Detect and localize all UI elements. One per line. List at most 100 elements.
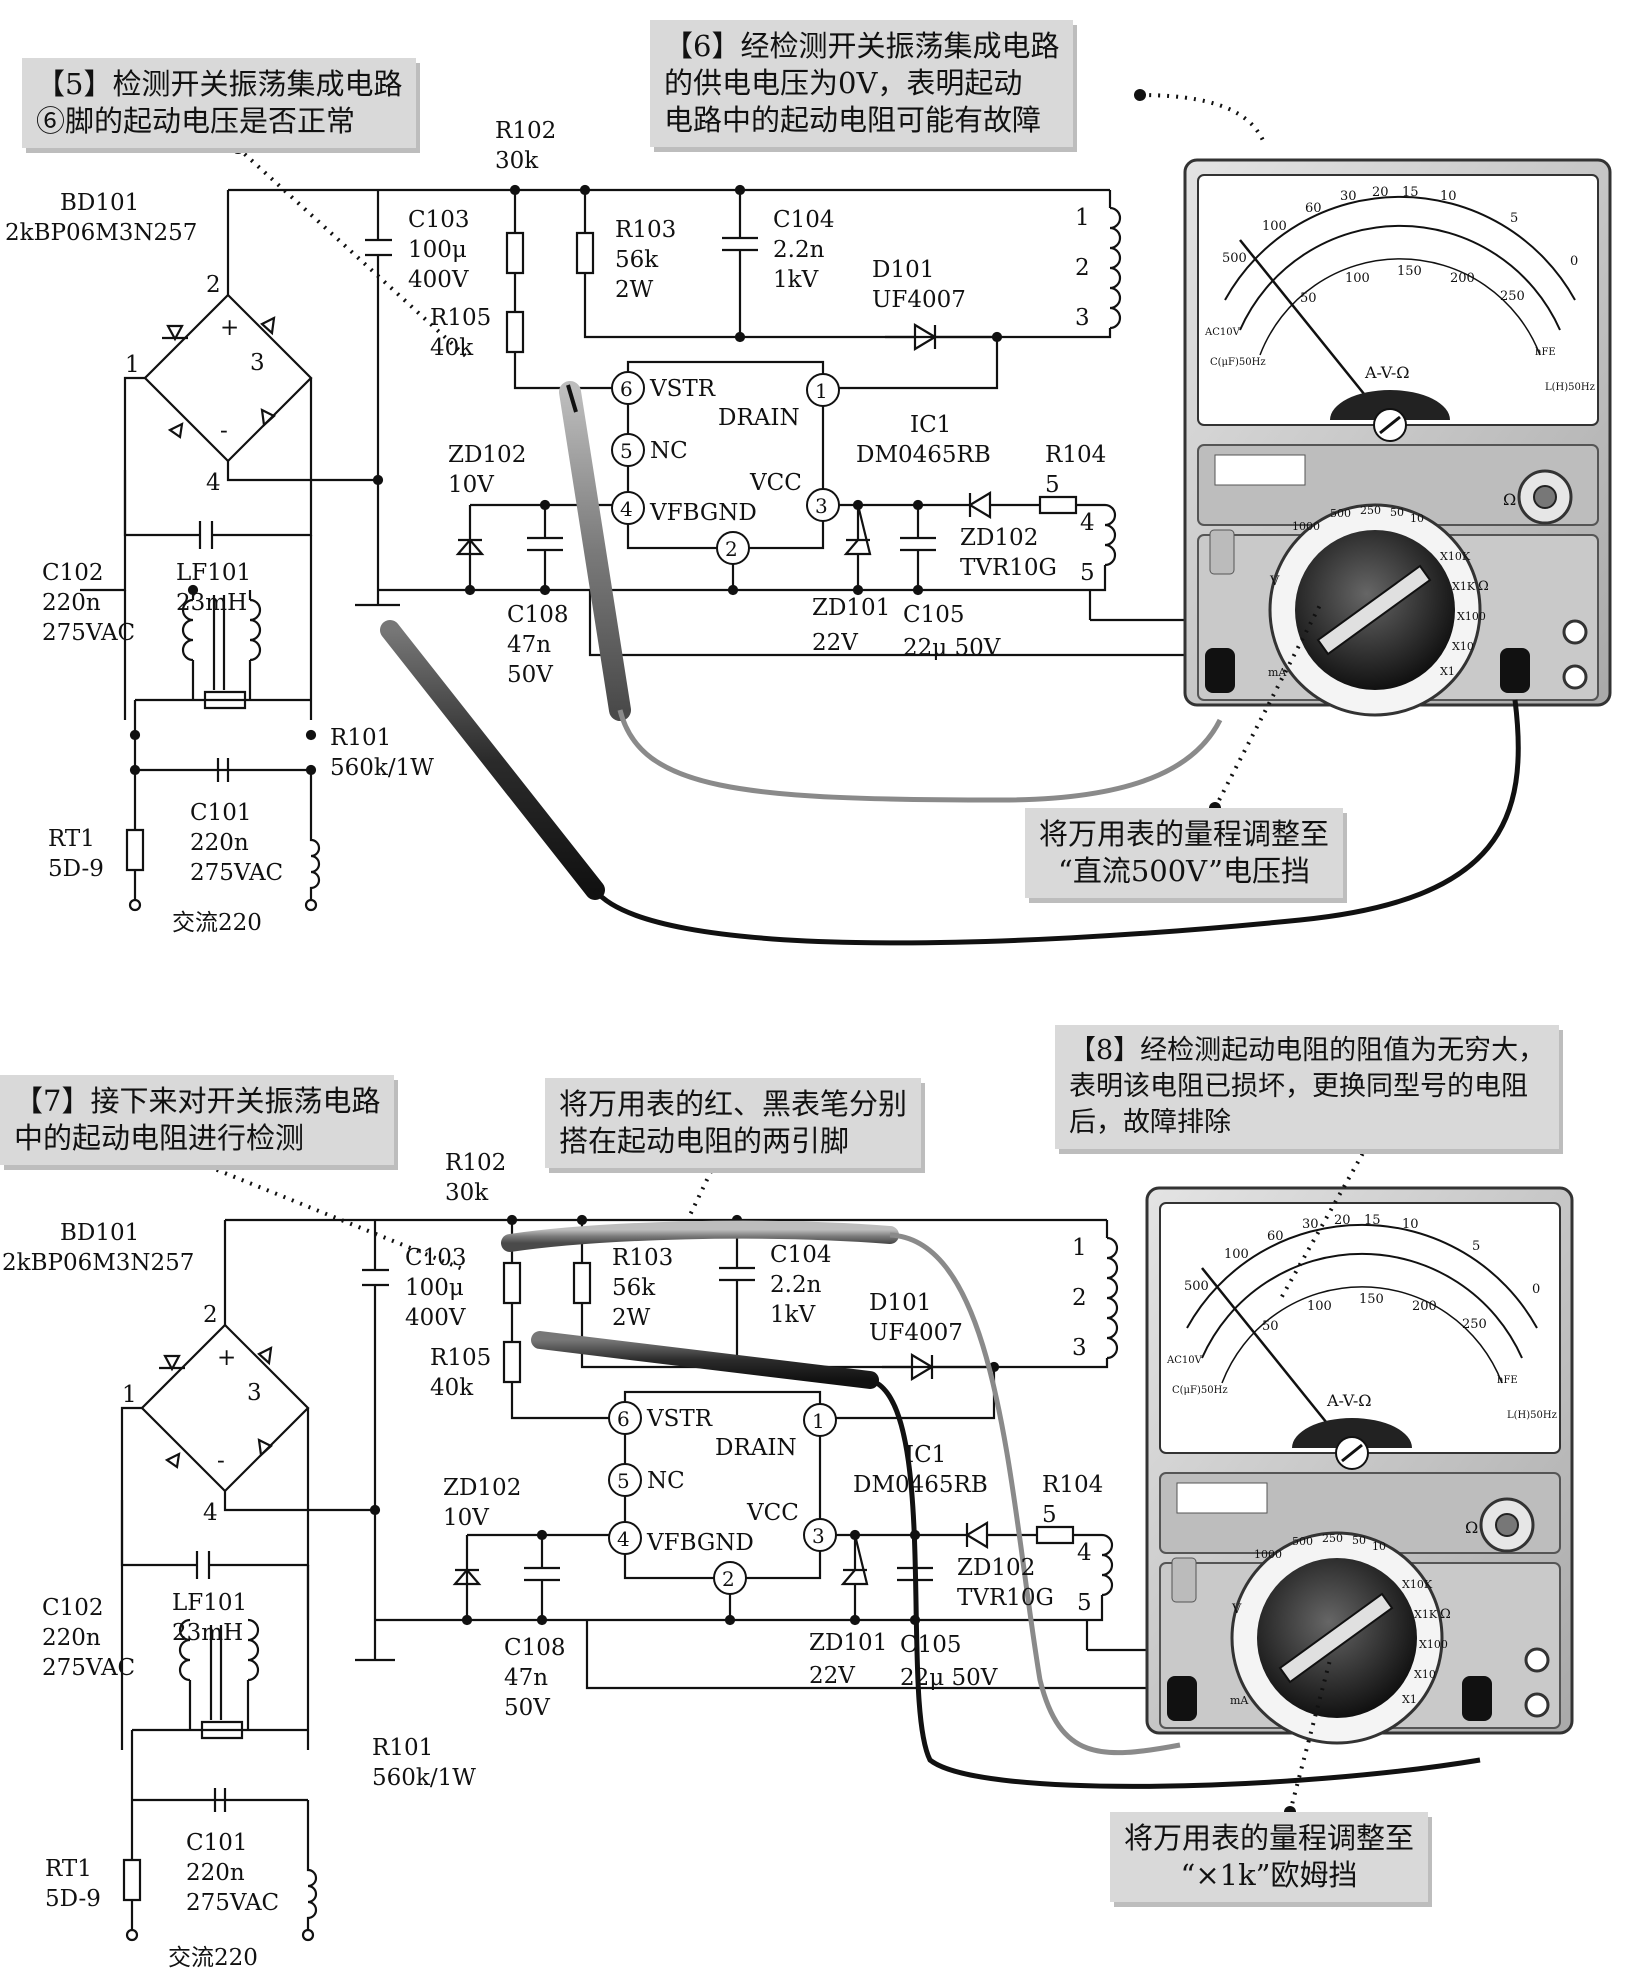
labels-top: BD101 2kBP06M3N257 2 1 3 4 + - C103 100μ…	[5, 118, 1106, 936]
svg-text:6: 6	[617, 1407, 630, 1431]
svg-text:X10K: X10K	[1440, 550, 1471, 563]
svg-text:1: 1	[122, 1382, 137, 1408]
svg-text:C103: C103	[405, 1245, 467, 1271]
svg-text:4: 4	[1080, 510, 1095, 536]
svg-text:2.2n: 2.2n	[770, 1272, 822, 1298]
bottom-wires	[120, 1565, 1150, 1942]
svg-text:Ω: Ω	[1440, 1607, 1451, 1622]
svg-text:20: 20	[1334, 1213, 1351, 1228]
svg-text:ZD101: ZD101	[809, 1630, 887, 1656]
svg-text:X1K: X1K	[1414, 1608, 1438, 1621]
svg-text:30: 30	[1302, 1217, 1319, 1232]
svg-text:LF101: LF101	[172, 1590, 247, 1616]
svg-text:220n: 220n	[42, 1625, 101, 1651]
svg-text:275VAC: 275VAC	[42, 620, 135, 646]
ic-pins	[608, 371, 840, 1595]
svg-text:100: 100	[1224, 1247, 1249, 1262]
c105-label: C105	[903, 602, 965, 628]
svg-text:3: 3	[812, 1524, 825, 1548]
bd101-part: 2kBP06M3N257	[5, 220, 197, 246]
svg-text:2kBP06M3N257: 2kBP06M3N257	[2, 1250, 194, 1276]
svg-text:500: 500	[1330, 507, 1351, 520]
svg-text:60: 60	[1267, 1229, 1284, 1244]
svg-text:mA: mA	[1230, 1694, 1249, 1707]
svg-text:X1: X1	[1440, 665, 1455, 678]
svg-text:250: 250	[1462, 1317, 1487, 1332]
svg-text:L(H)50Hz: L(H)50Hz	[1507, 1410, 1557, 1421]
svg-text:TVR10G: TVR10G	[960, 555, 1057, 581]
svg-text:20: 20	[1372, 185, 1389, 200]
svg-text:100: 100	[1307, 1299, 1332, 1314]
svg-text:+: +	[220, 315, 239, 341]
svg-text:1: 1	[1072, 1235, 1087, 1261]
svg-text:275VAC: 275VAC	[186, 1890, 279, 1916]
svg-text:L(H)50Hz: L(H)50Hz	[1545, 382, 1595, 393]
svg-text:5: 5	[1045, 472, 1060, 498]
svg-text:R101: R101	[372, 1735, 433, 1761]
svg-text:275VAC: 275VAC	[190, 860, 283, 886]
svg-text:C(μF)50Hz: C(μF)50Hz	[1210, 357, 1266, 368]
svg-text:500: 500	[1222, 251, 1247, 266]
svg-text:2: 2	[1075, 255, 1090, 281]
r105-label: R105	[430, 305, 491, 331]
r101-label: R101	[330, 725, 391, 751]
ic-vfbgnd: VFBGND	[649, 500, 757, 526]
svg-text:220n: 220n	[186, 1860, 245, 1886]
meter-text-bottom: 500 100 60 30 20 15 10 5 0 50 100 150 20…	[1166, 1213, 1557, 1707]
svg-text:0: 0	[1532, 1282, 1540, 1297]
svg-text:250: 250	[1360, 504, 1381, 517]
c108-label: C108	[507, 602, 569, 628]
svg-text:6: 6	[620, 377, 633, 401]
svg-text:ZD102: ZD102	[957, 1555, 1035, 1581]
svg-text:UF4007: UF4007	[869, 1320, 963, 1346]
c103-label: C103	[408, 207, 470, 233]
svg-text:15: 15	[1402, 185, 1419, 200]
ac-label: 交流220	[172, 910, 262, 936]
svg-text:hFE: hFE	[1535, 347, 1556, 358]
probes-top	[380, 381, 1521, 946]
svg-text:+: +	[217, 1345, 236, 1371]
svg-text:400V: 400V	[408, 267, 469, 293]
svg-text:5: 5	[1080, 560, 1095, 586]
svg-text:1kV: 1kV	[773, 267, 819, 293]
svg-text:30: 30	[1340, 189, 1357, 204]
ic1-label: IC1	[910, 412, 951, 438]
svg-text:47n: 47n	[507, 632, 551, 658]
callout-probes: 将万用表的红、黑表笔分别 搭在起动电阻的两引脚	[545, 1078, 922, 1168]
svg-text:RT1: RT1	[45, 1856, 92, 1882]
svg-text:C(μF)50Hz: C(μF)50Hz	[1172, 1385, 1228, 1396]
svg-text:3: 3	[1075, 305, 1090, 331]
zd101-label: ZD101	[812, 595, 890, 621]
callout-step6: 【6】经检测开关振荡集成电路 的供电电压为0V，表明起动 电路中的起动电阻可能有…	[650, 20, 1074, 147]
svg-text:1000: 1000	[1254, 1548, 1282, 1561]
svg-text:V: V	[1269, 574, 1280, 589]
svg-text:2: 2	[1072, 1285, 1087, 1311]
svg-text:AC10V: AC10V	[1166, 1355, 1203, 1366]
svg-text:3: 3	[250, 350, 265, 376]
svg-text:50V: 50V	[504, 1695, 550, 1721]
callout-step5: 【5】检测开关振荡集成电路 ⑥脚的起动电压是否正常	[22, 58, 417, 148]
svg-text:DRAIN: DRAIN	[715, 1435, 797, 1461]
ic-vstr: VSTR	[649, 376, 716, 402]
svg-text:275VAC: 275VAC	[42, 1655, 135, 1681]
svg-text:hFE: hFE	[1497, 1375, 1518, 1386]
r103-label: R103	[615, 217, 676, 243]
svg-text:10: 10	[1372, 1540, 1386, 1553]
svg-text:R104: R104	[1042, 1472, 1103, 1498]
svg-text:50: 50	[1390, 506, 1404, 519]
svg-text:1kV: 1kV	[770, 1302, 816, 1328]
svg-text:2W: 2W	[615, 277, 654, 303]
c101-label: C101	[190, 800, 252, 826]
callout-range-x1k: 将万用表的量程调整至 “×1k”欧姆挡	[1110, 1812, 1429, 1902]
zd102-right-label: ZD102	[960, 525, 1038, 551]
svg-text:R102: R102	[445, 1150, 506, 1176]
svg-text:400V: 400V	[405, 1305, 466, 1331]
svg-text:-: -	[217, 1448, 225, 1474]
svg-text:X1K: X1K	[1452, 580, 1476, 593]
svg-text:250: 250	[1322, 1532, 1343, 1545]
svg-text:10: 10	[1410, 512, 1424, 525]
svg-text:1: 1	[1075, 205, 1090, 231]
svg-text:200: 200	[1450, 271, 1475, 286]
svg-text:TVR10G: TVR10G	[957, 1585, 1054, 1611]
